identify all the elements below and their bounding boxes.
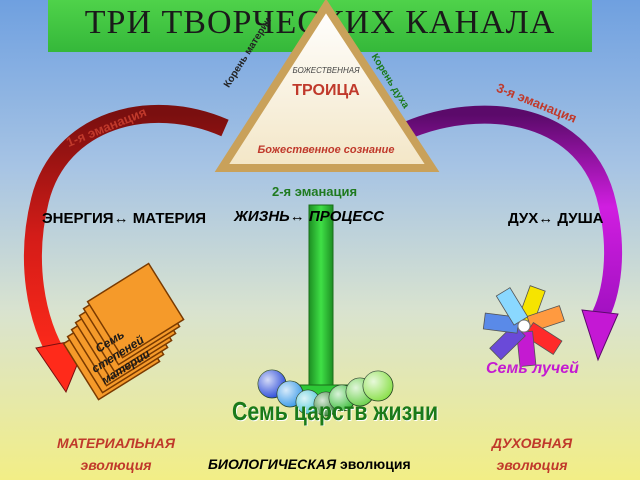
- biological-evolution-sub: эволюция: [340, 456, 411, 472]
- seven-rays-label: Семь лучей: [486, 360, 579, 377]
- matter-degrees-stack: [62, 262, 185, 401]
- material-evolution-sub: эволюция: [80, 457, 152, 473]
- spiritual-evolution-word: ДУХОВНАЯ: [491, 435, 573, 451]
- emanation-2-label: 2-я эманация: [272, 184, 358, 199]
- seven-kingdoms-label: Семь царств жизни: [232, 396, 439, 426]
- ray-center: [517, 319, 531, 333]
- seven-rays-flower: [482, 285, 565, 368]
- triangle-main-label: ТРОИЦА: [292, 82, 360, 99]
- biological-evolution-label: БИОЛОГИЧЕСКАЯ эволюция: [208, 456, 411, 472]
- trinity-triangle: [214, 0, 440, 172]
- triangle-bottom-label: Божественное сознание: [257, 144, 395, 156]
- biological-evolution-word: БИОЛОГИЧЕСКАЯ: [208, 456, 337, 472]
- kingdom-ball: [295, 389, 321, 415]
- spirit-soul-label: ДУХ↔ ДУША: [508, 210, 604, 227]
- kingdom-ball: [362, 370, 394, 402]
- material-evolution-label: МАТЕРИАЛЬНАЯ эволюция: [36, 432, 196, 476]
- spiritual-evolution-label: ДУХОВНАЯ эволюция: [472, 432, 592, 476]
- right-emanation-arrow: [404, 105, 623, 362]
- center-emanation-arrow: [277, 204, 366, 399]
- material-evolution-word: МАТЕРИАЛЬНАЯ: [57, 435, 175, 451]
- matter-card: [86, 262, 185, 359]
- seven-kingdoms-balls: [257, 369, 394, 417]
- spiritual-evolution-sub: эволюция: [496, 457, 568, 473]
- triangle-top-label: БОЖЕСТВЕННАЯ: [292, 66, 360, 75]
- life-process-label: ЖИЗНЬ↔ ПРОЦЕСС: [234, 208, 385, 225]
- energy-matter-label: ЭНЕРГИЯ↔ МАТЕРИЯ: [42, 210, 207, 227]
